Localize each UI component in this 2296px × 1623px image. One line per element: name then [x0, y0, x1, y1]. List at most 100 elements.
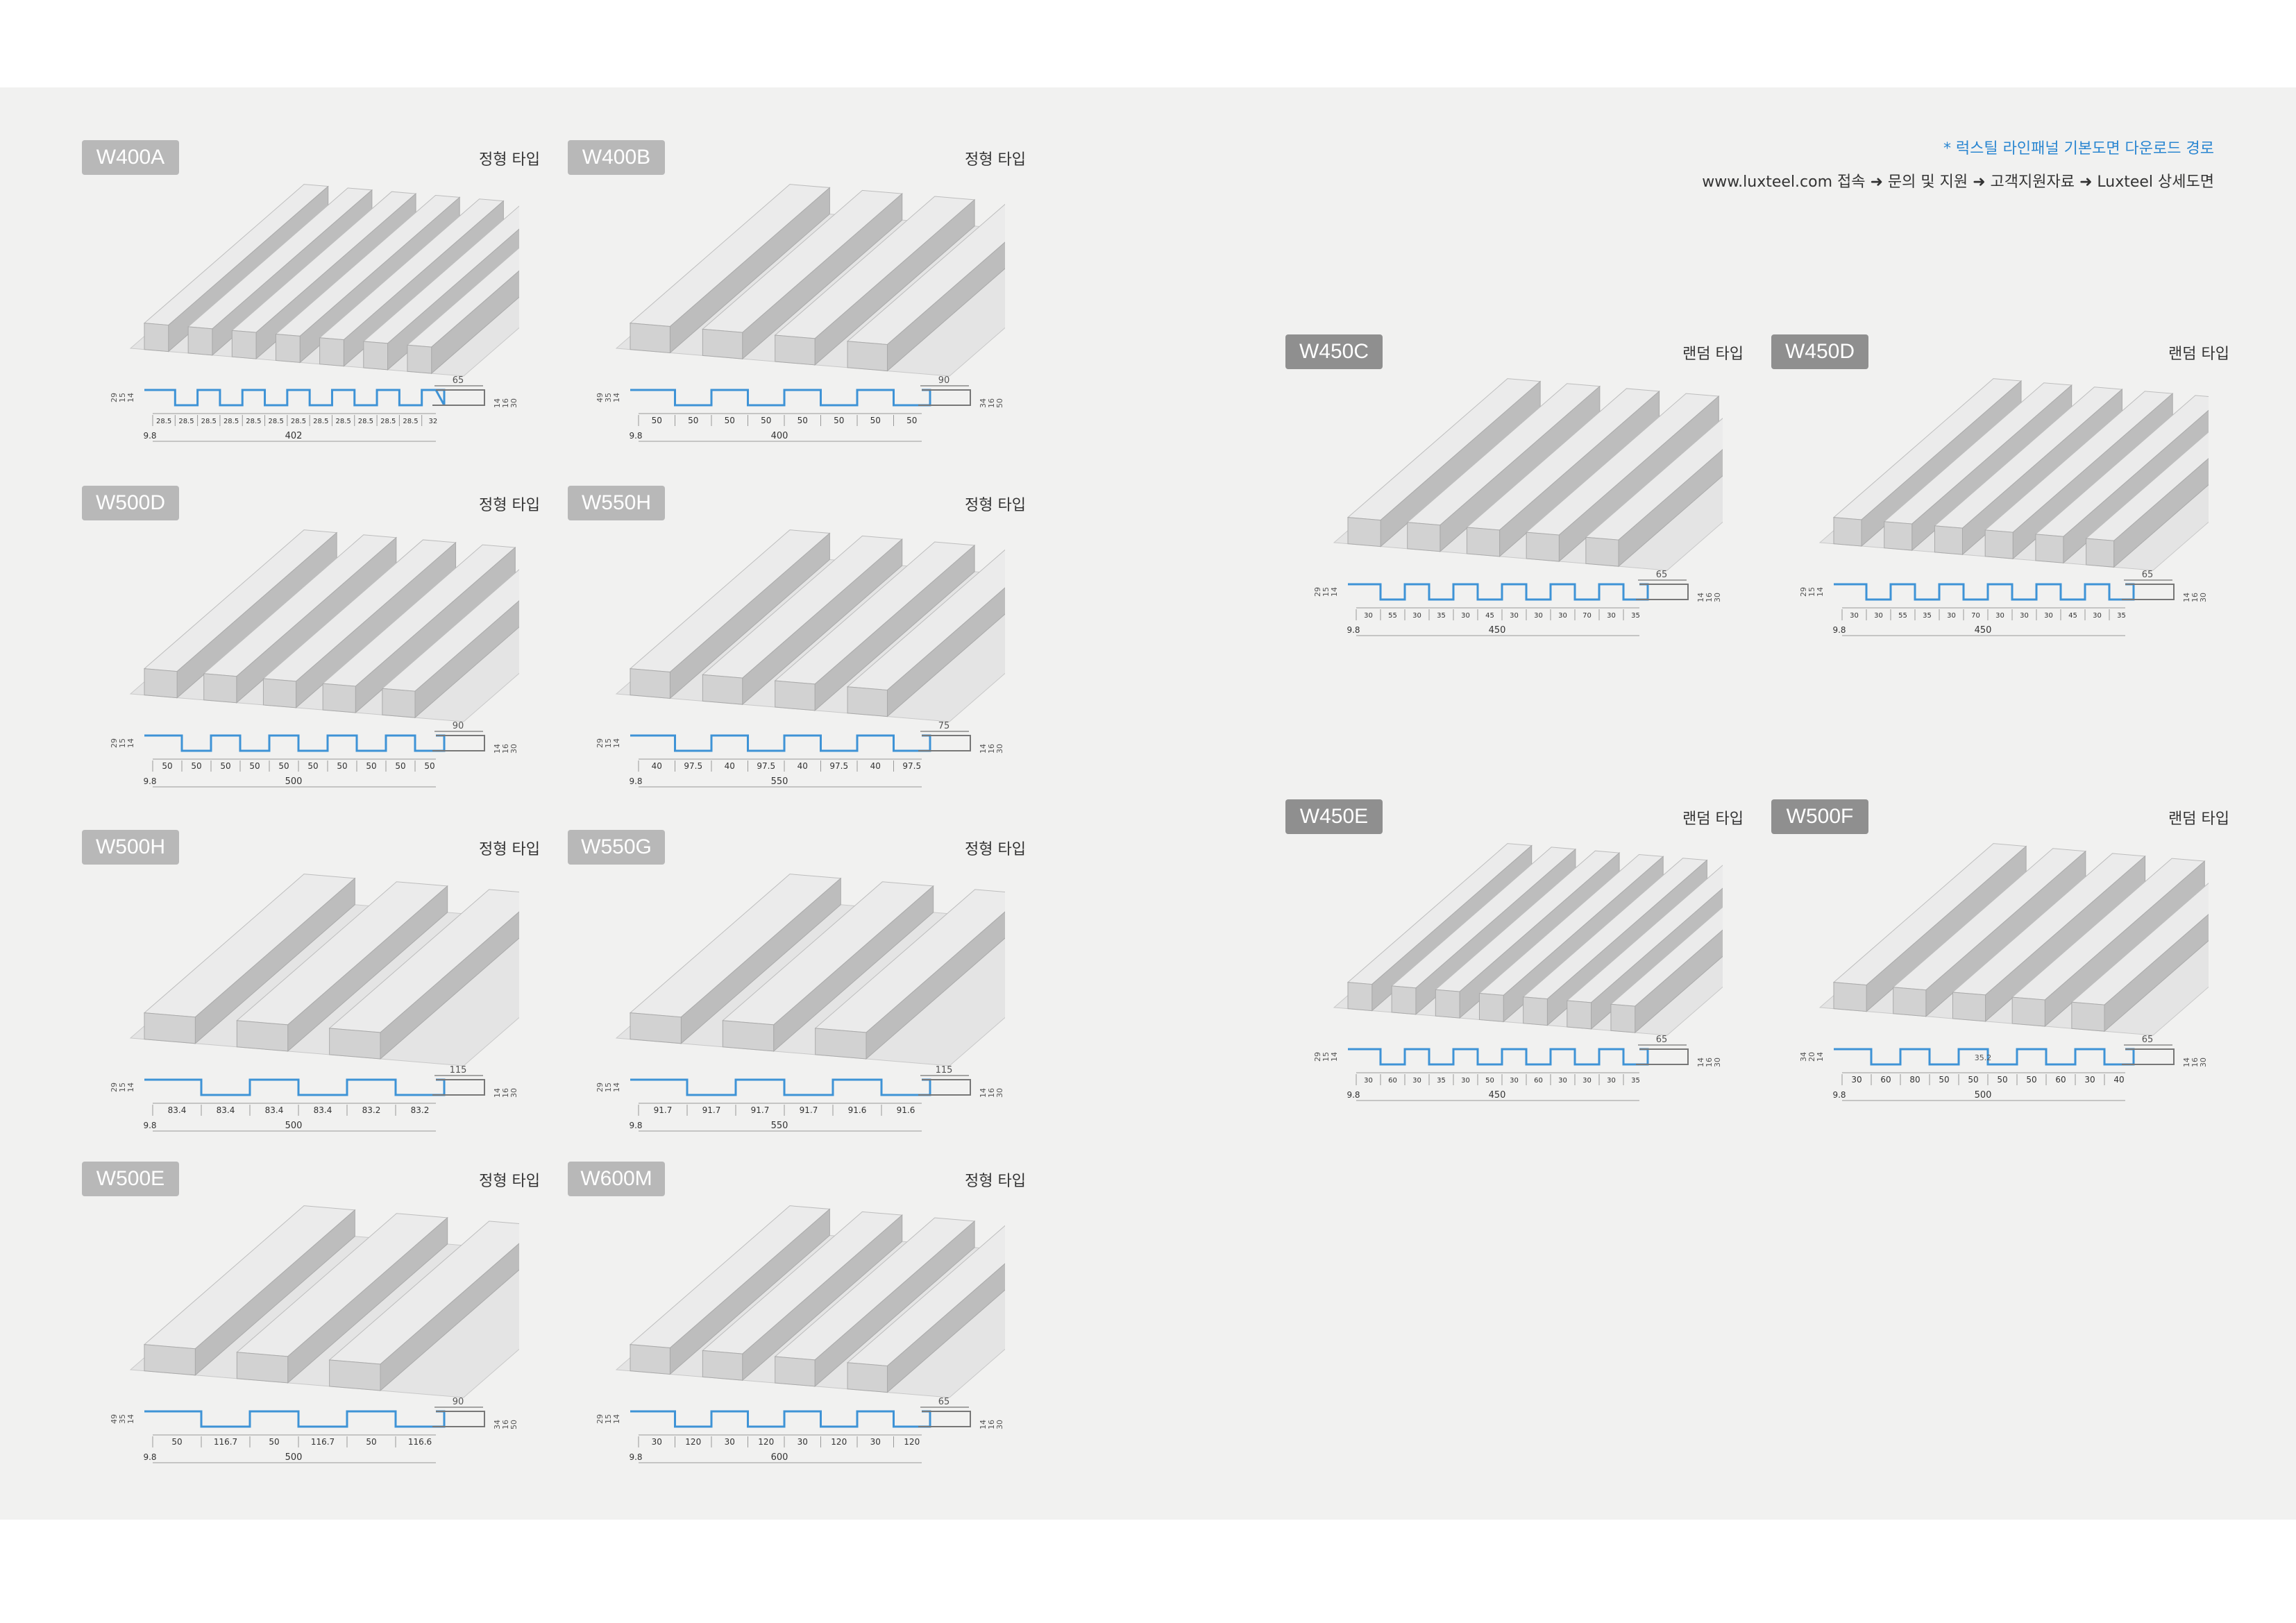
segment-dimension: 32 — [428, 418, 437, 425]
panel-rib-front — [702, 1350, 743, 1381]
segment-dimension: 30 — [1995, 612, 2004, 620]
height-left-label: 14 — [126, 393, 135, 402]
segment-dimension: 30 — [1874, 612, 1883, 620]
segment-dimension: 50 — [761, 416, 771, 425]
panel-rib-front — [847, 341, 888, 372]
segment-dimension: 30 — [1364, 1077, 1373, 1085]
segment-dimension: 40 — [2113, 1075, 2124, 1085]
segment-dimension: 91.7 — [800, 1105, 818, 1115]
panel-rib-front — [1526, 532, 1560, 562]
height-left-label: 35 — [604, 393, 613, 402]
lap-dimension: 65 — [938, 1397, 950, 1407]
panel-rib-front — [144, 1344, 196, 1376]
panel-rib-front — [775, 1356, 816, 1387]
segment-dimension: 120 — [904, 1437, 920, 1447]
panel-rib-front — [1893, 987, 1927, 1017]
height-right-label: 14 — [1696, 1057, 1705, 1067]
height-right-label: 34 — [979, 398, 988, 408]
panel-rib-front — [722, 1020, 775, 1052]
segment-dimension: 30 — [725, 1437, 735, 1447]
edge-dimension: 9.8 — [1347, 1090, 1360, 1100]
model-tag: W450E — [1285, 799, 1383, 834]
panel-rib-front — [203, 673, 237, 704]
profile-line — [630, 389, 931, 407]
height-right-label: 30 — [1713, 1057, 1722, 1067]
panel-type-label: 정형 타입 — [965, 1173, 1026, 1190]
height-left-label: 15 — [118, 1082, 127, 1092]
segment-dimension: 30 — [1607, 612, 1616, 620]
height-right-label: 14 — [1696, 593, 1705, 602]
panel-rib-front — [1523, 996, 1548, 1026]
panel-rib-front — [1466, 527, 1501, 557]
height-left-label: 35 — [118, 1414, 127, 1424]
edge-dimension: 9.8 — [629, 1452, 642, 1462]
height-right-label: 34 — [493, 1420, 502, 1429]
model-tag: W500E — [82, 1162, 179, 1196]
height-right-label: 30 — [509, 744, 518, 754]
lap-dimension: 75 — [938, 721, 950, 731]
panel-render — [1818, 378, 2209, 571]
segment-dimension: 60 — [1534, 1077, 1543, 1085]
panel-render — [129, 1205, 519, 1398]
segment-dimension: 50 — [424, 761, 434, 771]
segment-dimension: 30 — [1558, 1077, 1567, 1085]
segment-dimension: 116.7 — [311, 1437, 335, 1447]
lap-hook — [432, 735, 485, 751]
panel-rib-front — [2071, 1001, 2105, 1032]
panel-type-label: 정형 타입 — [479, 1173, 540, 1190]
profile-line — [630, 734, 931, 752]
total-width: 600 — [771, 1452, 788, 1463]
height-left-label: 15 — [118, 738, 127, 748]
profile-line — [1348, 583, 1649, 601]
segment-dimension: 91.6 — [897, 1105, 915, 1115]
lap-dimension: 65 — [2142, 570, 2154, 580]
lap-dimension: 65 — [1656, 570, 1668, 580]
segment-dimension: 28.5 — [403, 418, 418, 425]
segment-dimension: 50 — [366, 761, 376, 771]
segment-dimension: 28.5 — [201, 418, 217, 425]
segment-dimension: 50 — [1997, 1075, 2007, 1085]
panel-render — [615, 184, 1005, 377]
profile-line — [144, 389, 446, 407]
segment-dimension: 83.4 — [265, 1105, 284, 1115]
total-width: 402 — [285, 431, 303, 441]
profile-line — [144, 734, 446, 752]
model-tag: W450C — [1285, 334, 1383, 369]
panel-rib-front — [1435, 989, 1460, 1019]
panel-rib-front — [363, 341, 389, 371]
height-left-label: 15 — [604, 1414, 613, 1424]
edge-dimension: 9.8 — [629, 431, 642, 441]
panel-rib-front — [322, 683, 356, 713]
segment-dimension: 97.5 — [902, 761, 921, 771]
lap-hook — [918, 389, 971, 406]
panel-type-label: 랜덤 타입 — [1682, 810, 1744, 828]
height-left-label: 14 — [126, 738, 135, 748]
segment-dimension: 28.5 — [178, 418, 194, 425]
height-left-label: 29 — [110, 738, 119, 748]
panel-rib-front — [1884, 521, 1913, 551]
panel-rib-front — [847, 686, 888, 717]
profile-line — [630, 1410, 931, 1428]
segment-dimension: 30 — [1412, 1077, 1421, 1085]
height-right-label: 16 — [501, 1420, 510, 1429]
segment-dimension: 30 — [1461, 1077, 1470, 1085]
height-right-label: 14 — [979, 1420, 988, 1429]
segment-dimension: 40 — [725, 761, 735, 771]
panel-rib-front — [329, 1359, 381, 1391]
panel-rib-front — [262, 678, 297, 708]
segment-dimension: 50 — [395, 761, 405, 771]
total-width: 500 — [285, 1121, 303, 1131]
height-right-label: 14 — [2182, 593, 2191, 602]
panel-render — [129, 874, 519, 1067]
height-left-label: 14 — [1330, 1052, 1339, 1062]
segment-dimension: 40 — [870, 761, 881, 771]
model-tag: W500H — [82, 830, 179, 865]
total-width: 500 — [285, 776, 303, 787]
segment-dimension: 30 — [1558, 612, 1567, 620]
